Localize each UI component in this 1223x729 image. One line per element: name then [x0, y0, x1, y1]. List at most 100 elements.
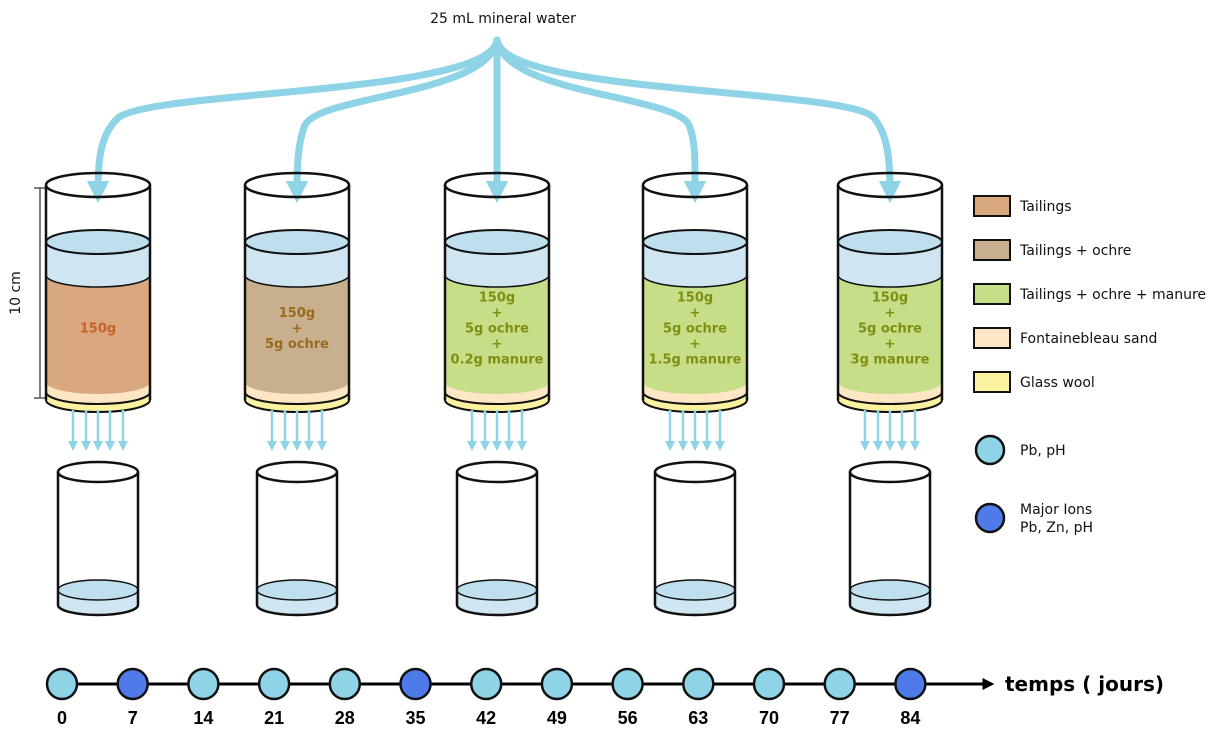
legend-item: Tailings	[973, 195, 1072, 217]
legend-label: Tailings + ochre + manure	[1019, 287, 1206, 303]
sample-layer	[46, 275, 150, 394]
column-label-line: 5g ochre	[265, 337, 329, 352]
collection-beakers	[56, 460, 932, 617]
column-5: 150g+5g ochre+3g manure	[836, 171, 944, 451]
column-label-line: 1.5g manure	[649, 353, 742, 368]
column-label-line: +	[885, 306, 896, 321]
beaker-1	[56, 460, 140, 617]
legend-marker: Pb, pH	[974, 434, 1066, 466]
column-label-line: 5g ochre	[465, 322, 529, 337]
column-4: 150g+5g ochre+1.5g manure	[641, 171, 749, 451]
column-label-line: +	[292, 322, 303, 337]
column-2: 150g+5g ochre	[243, 171, 351, 451]
column-label-line: 150g	[677, 291, 713, 306]
column-label-line: +	[492, 306, 503, 321]
height-scale: 10 cm	[8, 187, 46, 399]
sample-marker	[894, 667, 927, 701]
timeline-point-49: 49	[540, 667, 574, 728]
day-label: 35	[405, 708, 425, 728]
sample-marker	[611, 667, 644, 701]
timeline-point-42: 42	[469, 667, 503, 728]
sample-marker	[116, 667, 149, 701]
legend-label: Fontainebleau sand	[1020, 331, 1157, 347]
legend-swatch	[973, 371, 1011, 393]
timeline-point-14: 14	[187, 667, 220, 728]
beaker-5	[848, 460, 932, 617]
height-label: 10 cm	[8, 271, 24, 315]
day-label: 0	[57, 708, 67, 728]
legend-item: Tailings + ochre	[973, 239, 1131, 261]
timeline-point-56: 56	[611, 667, 644, 728]
timeline-point-21: 21	[257, 667, 291, 728]
sample-layer	[838, 275, 942, 394]
legend-label: Tailings	[1019, 199, 1072, 215]
sample-marker	[823, 667, 856, 701]
timeline-point-63: 63	[682, 667, 715, 728]
day-label: 42	[476, 708, 496, 728]
beaker-3	[455, 460, 539, 617]
beaker-rim	[455, 460, 539, 484]
sample-marker	[399, 667, 432, 701]
timeline-point-28: 28	[328, 667, 362, 728]
day-label: 14	[193, 708, 213, 728]
timeline-point-77: 77	[823, 667, 856, 728]
flow-arrow-4	[493, 36, 707, 204]
marker-swatch	[974, 502, 1006, 534]
water-surface	[244, 229, 350, 255]
timeline-point-7: 7	[116, 667, 149, 728]
beaker-rim	[255, 460, 339, 484]
sample-layer	[643, 275, 747, 394]
column-1: 150g	[44, 171, 152, 451]
sample-marker	[469, 667, 503, 701]
legend-label: Glass wool	[1020, 375, 1095, 391]
timeline-point-35: 35	[399, 667, 432, 728]
sample-marker	[45, 667, 79, 701]
legend-item: Fontainebleau sand	[973, 327, 1157, 349]
column-label-line: +	[690, 337, 701, 352]
column-label-line: +	[885, 337, 896, 352]
timeline-axis-label: temps ( jours)	[1005, 672, 1164, 696]
beaker-2	[255, 460, 339, 617]
beaker-rim	[56, 460, 140, 484]
sample-marker	[540, 667, 574, 701]
flow-arrow-1	[86, 36, 501, 204]
flow-arrow-2	[285, 36, 501, 204]
column-rim	[836, 171, 944, 199]
column-3: 150g+5g ochre+0.2g manure	[443, 171, 551, 451]
day-label: 70	[759, 708, 779, 728]
water-surface	[642, 229, 748, 255]
sample-layer	[445, 275, 549, 394]
sample-marker	[682, 667, 715, 701]
sample-marker	[328, 667, 362, 701]
legend-label: Tailings + ochre	[1019, 243, 1131, 259]
legend-swatch	[973, 283, 1011, 305]
day-label: 56	[618, 708, 638, 728]
column-label-line: 5g ochre	[858, 322, 922, 337]
sample-marker	[187, 667, 220, 701]
sample-layer	[245, 275, 349, 394]
beaker-rim	[653, 460, 737, 484]
column-rim	[243, 171, 351, 199]
column-label-line: +	[492, 337, 503, 352]
column-rim	[443, 171, 551, 199]
water-surface	[444, 229, 550, 255]
column-rim	[44, 171, 152, 199]
column-label-line: 150g	[872, 291, 908, 306]
marker-label: Pb, pH	[1020, 443, 1066, 459]
day-label: 7	[128, 708, 138, 728]
day-label: 28	[335, 708, 355, 728]
water-surface	[837, 229, 943, 255]
timeline-point-70: 70	[752, 667, 786, 728]
legend-item: Glass wool	[973, 371, 1095, 393]
day-label: 77	[830, 708, 850, 728]
timeline-point-0: 0	[45, 667, 79, 728]
legend-swatch	[973, 195, 1011, 217]
day-label: 49	[547, 708, 567, 728]
legend-swatch	[973, 327, 1011, 349]
flow-arrow-5	[493, 36, 902, 204]
day-label: 21	[264, 708, 284, 728]
beaker-rim	[848, 460, 932, 484]
